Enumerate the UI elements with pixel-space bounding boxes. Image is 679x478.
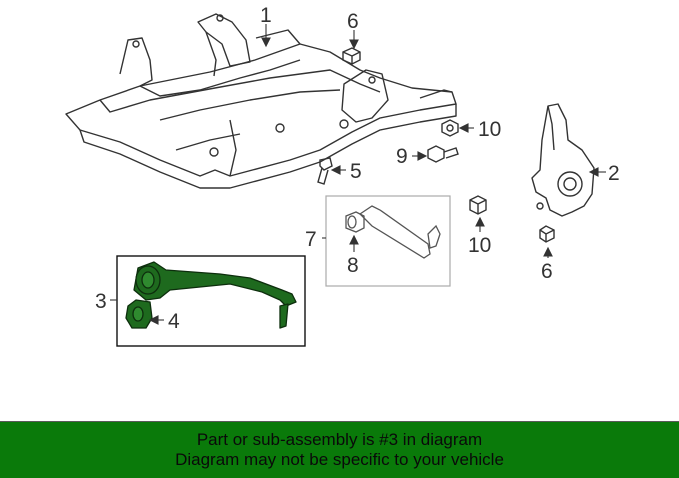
lower-arm-assembly-box	[325, 195, 451, 287]
callout-7: 7	[305, 228, 317, 251]
callout-2: 2	[608, 162, 620, 185]
nut-10-bottom	[469, 195, 487, 215]
callout-3: 3	[95, 290, 107, 313]
callout-10-top: 10	[478, 118, 501, 141]
upper-arm-highlight-box	[116, 255, 306, 347]
banner-line-1: Part or sub-assembly is #3 in diagram	[196, 430, 483, 449]
steering-knuckle	[531, 103, 595, 217]
parts-diagram: 1 6 10 9 5 2 7 8 10 6 3 4	[65, 4, 620, 347]
ball-joint-stud	[279, 303, 289, 329]
callout-6-top: 6	[347, 10, 359, 33]
nut-10-top	[441, 119, 459, 137]
nut-6-top	[342, 47, 361, 65]
callout-4: 4	[168, 310, 180, 333]
callout-5: 5	[350, 160, 362, 183]
diagram-notice-banner: Part or sub-assembly is #3 in diagram Di…	[0, 421, 679, 478]
bolt-9	[427, 145, 459, 163]
callout-1: 1	[260, 4, 272, 27]
callout-6-bottom: 6	[541, 260, 553, 283]
bolt-5	[317, 157, 333, 185]
leader-lines	[110, 24, 606, 325]
subframe-crossmember	[65, 13, 457, 189]
callout-10-bottom: 10	[468, 234, 491, 257]
nut-6-bottom	[539, 225, 555, 243]
callout-9: 9	[396, 145, 408, 168]
callout-8: 8	[347, 254, 359, 277]
banner-line-2: Diagram may not be specific to your vehi…	[175, 450, 504, 469]
